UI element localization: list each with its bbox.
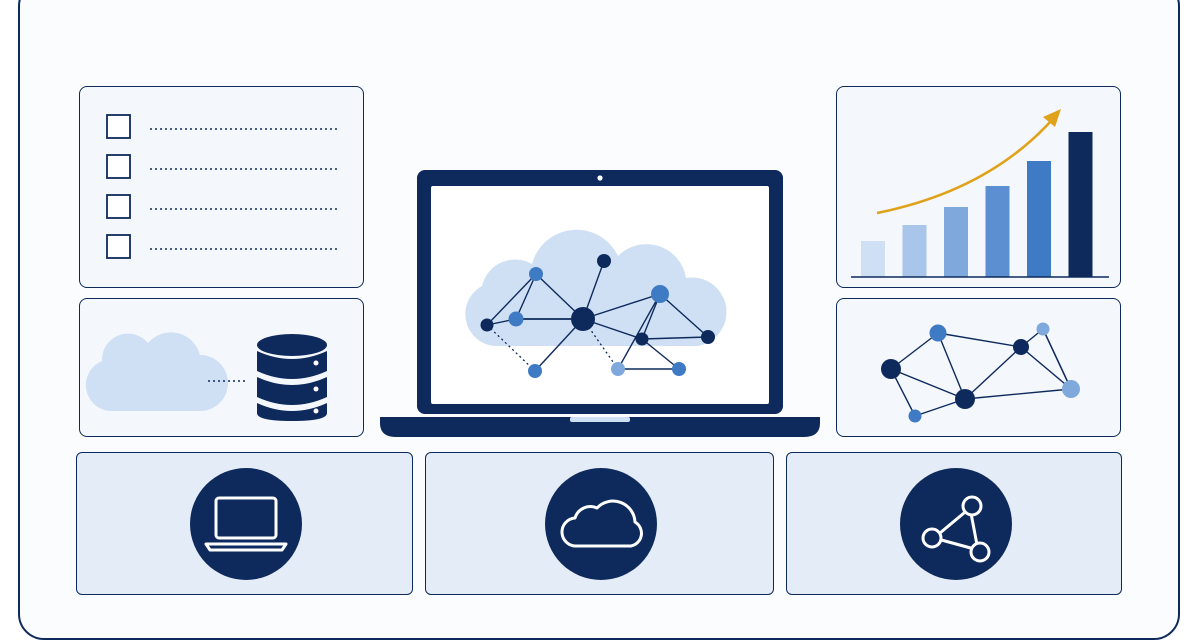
network-panel — [836, 298, 1121, 437]
network-edge — [964, 346, 1022, 400]
network-node — [908, 409, 922, 423]
network-node — [1036, 322, 1050, 336]
checklist-icon — [106, 114, 338, 259]
checkbox-3 — [106, 194, 131, 219]
growth-bar-chart-icon — [851, 109, 1109, 278]
checkbox-2 — [106, 154, 131, 179]
network-node — [480, 318, 494, 332]
network-node — [571, 307, 595, 331]
network-graph-icon — [881, 322, 1080, 423]
cloud-database-icon — [85, 332, 327, 421]
network-node — [1062, 380, 1080, 398]
growth-bar-3 — [944, 207, 968, 277]
network-node — [955, 389, 975, 409]
cloud-icon — [560, 499, 643, 548]
network-dashed-edge — [486, 324, 536, 372]
network-edge — [486, 273, 537, 326]
network-node — [1013, 339, 1029, 355]
cloud-database-panel — [79, 298, 364, 437]
growth-bar-6 — [1068, 132, 1093, 277]
network-edge — [641, 338, 680, 370]
network-edge — [659, 293, 709, 338]
growth-chart-panel — [836, 86, 1121, 288]
laptop-tile — [76, 452, 413, 595]
network-node — [611, 362, 625, 376]
network-node — [701, 330, 715, 344]
network-node — [529, 267, 543, 281]
network-edge — [890, 368, 966, 400]
laptop-tile-badge — [190, 468, 302, 580]
network-node — [929, 324, 947, 342]
network-edge — [937, 332, 966, 400]
checkbox-4 — [106, 234, 131, 259]
growth-bar-1 — [861, 241, 885, 277]
trend-arrow-line — [876, 120, 1052, 215]
laptop-icon — [204, 496, 288, 552]
growth-bar-5 — [1027, 161, 1051, 277]
network-edge — [937, 332, 1022, 348]
screen-cloud — [465, 229, 727, 347]
laptop-camera — [597, 175, 603, 181]
share-tile-badge — [900, 468, 1012, 580]
network-node — [881, 359, 901, 379]
network-node — [508, 311, 524, 327]
growth-bar-4 — [985, 186, 1010, 277]
share-tile — [786, 452, 1122, 595]
network-node — [651, 285, 669, 303]
database-icon — [257, 334, 327, 421]
growth-bar-2 — [902, 225, 927, 277]
network-edge — [617, 293, 661, 370]
network-node — [635, 332, 649, 346]
network-node — [672, 362, 686, 376]
checklist-panel — [79, 86, 364, 288]
laptop-base — [380, 417, 820, 437]
share-nodes-icon — [921, 495, 991, 563]
network-edge — [1042, 328, 1072, 390]
network-edge — [641, 336, 709, 340]
network-edge — [582, 293, 661, 320]
network-edge — [1020, 346, 1072, 390]
network-edge — [964, 388, 1072, 400]
laptop-cloud-network-icon — [380, 170, 820, 437]
trend-arrow-head — [1043, 109, 1061, 127]
laptop-notch — [570, 417, 630, 422]
network-node — [597, 254, 611, 268]
network-edge — [515, 273, 537, 320]
cloud-shape — [85, 332, 228, 411]
checkbox-1 — [106, 114, 131, 139]
network-node — [528, 364, 542, 378]
cloud-tile — [425, 452, 774, 595]
